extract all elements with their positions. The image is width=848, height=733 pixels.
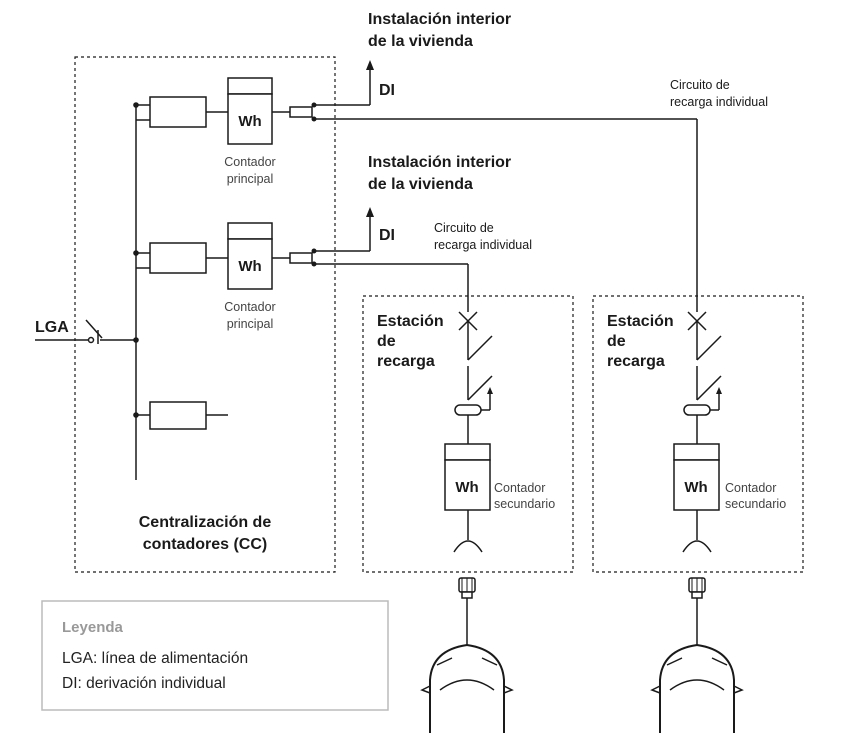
rcd-2: [683, 404, 711, 416]
estacion-2-line2: de: [607, 333, 626, 350]
charging-station-2: Wh: [592, 119, 804, 573]
estacion-1-line1: Estación: [377, 313, 444, 330]
lga-label: LGA: [35, 319, 69, 336]
legend-item-lga: LGA: línea de alimentación: [62, 650, 248, 667]
legend-title: Leyenda: [62, 619, 124, 636]
estacion-1-line2: de: [377, 333, 396, 350]
cc-label-line1: Centralización de: [139, 514, 272, 531]
rcd-1: [454, 404, 482, 416]
charging-station-1: Wh: [362, 295, 574, 573]
fuse-2: [149, 242, 207, 274]
secundario-1-line1: Contador: [494, 481, 545, 495]
fuse-1: [149, 96, 207, 128]
legend: Leyenda LGA: línea de alimentación DI: d…: [41, 600, 389, 711]
meter-sec-1-label: Wh: [455, 479, 478, 496]
circuito-2-line1: Circuito de: [434, 221, 494, 235]
main-switch: [35, 319, 139, 344]
legend-item-di: DI: derivación individual: [62, 675, 226, 692]
contador-principal-2-line2: principal: [227, 317, 274, 331]
circuito-2-line2: recarga individual: [434, 238, 532, 252]
branch-1: Wh: [133, 60, 697, 145]
di-label-1: DI: [379, 82, 395, 99]
estacion-2-line3: recarga: [607, 353, 665, 370]
secundario-2-line1: Contador: [725, 481, 776, 495]
secundario-1-line2: secundario: [494, 497, 555, 511]
estacion-2-line1: Estación: [607, 313, 674, 330]
secundario-2-line2: secundario: [725, 497, 786, 511]
inst-interior-2-line1: Instalación interior: [368, 154, 511, 171]
inst-interior-1-line1: Instalación interior: [368, 11, 511, 28]
di-label-2: DI: [379, 227, 395, 244]
car-icon: [420, 577, 514, 733]
circuito-1-line2: recarga individual: [670, 95, 768, 109]
connector-2: [289, 252, 313, 264]
inst-interior-1-line2: de la vivienda: [368, 33, 473, 50]
fuse-3: [149, 401, 207, 430]
circuito-1-line1: Circuito de: [670, 78, 730, 92]
meter-sec-2: [673, 459, 720, 511]
meter-1: [227, 93, 273, 145]
connector-1: [289, 106, 313, 118]
meter-1-label: Wh: [238, 113, 261, 130]
cc-boundary: [74, 56, 336, 573]
cc-label-line2: contadores (CC): [143, 536, 267, 553]
contador-principal-1-line2: principal: [227, 172, 274, 186]
meter-sec-2-label: Wh: [684, 479, 707, 496]
meter-2: [227, 238, 273, 290]
contador-principal-2-line1: Contador: [224, 300, 275, 314]
contador-principal-1-line1: Contador: [224, 155, 275, 169]
car-icon: [650, 577, 744, 733]
inst-interior-2-line2: de la vivienda: [368, 176, 473, 193]
branch-3: [133, 401, 228, 430]
meter-2-label: Wh: [238, 258, 261, 275]
estacion-1-line3: recarga: [377, 353, 435, 370]
branch-2: Wh: [133, 207, 469, 312]
